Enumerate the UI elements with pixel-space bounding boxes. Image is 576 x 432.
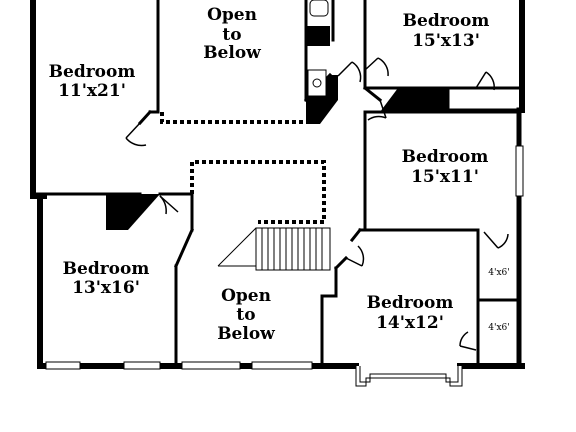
bath-fixtures [307,0,329,97]
open-bottom-line2: to [236,305,255,325]
window-sw-1 [45,361,81,370]
open-bottom-line3: Below [217,324,275,344]
chase-block-ne [380,88,448,112]
room-labels: Open to Below Bedroom 11'x21' Bedroom 15… [49,5,510,344]
window-e [515,145,524,197]
bedroom-ne-size: 15'x13' [412,31,480,51]
bedroom-sw-size: 13'x16' [72,278,140,298]
open-top-line1: Open [207,5,257,25]
chase-block-top [306,26,330,46]
chase-block-hall [306,75,338,124]
bedroom-se-size: 14'x12' [376,313,444,333]
bedroom-e-size: 15'x11' [411,167,479,187]
bedroom-nw-size: 11'x21' [58,81,126,101]
window-sw-2 [123,361,161,370]
open-top-line3: Below [203,43,261,63]
bedroom-ne-name: Bedroom [403,11,490,31]
bay-window [355,366,463,387]
window-s-2 [251,361,313,370]
railing-stair [190,160,326,224]
bedroom-nw-name: Bedroom [49,62,136,82]
stairs [217,227,331,271]
bedroom-e-name: Bedroom [402,147,489,167]
windows [45,145,524,370]
open-bottom-line1: Open [221,286,271,306]
railing-top [160,112,306,124]
doors [125,57,509,351]
closet-lower-size: 4'x6' [488,323,509,333]
toilet-icon [309,0,329,17]
open-top-line2: to [222,25,241,45]
bedroom-se-name: Bedroom [367,293,454,313]
chase-block-sw [106,194,160,230]
solid-blocks [106,26,448,230]
bedroom-sw-name: Bedroom [63,259,150,279]
closet-upper-size: 4'x6' [488,268,509,278]
window-s-1 [181,361,241,370]
railings [160,112,326,224]
